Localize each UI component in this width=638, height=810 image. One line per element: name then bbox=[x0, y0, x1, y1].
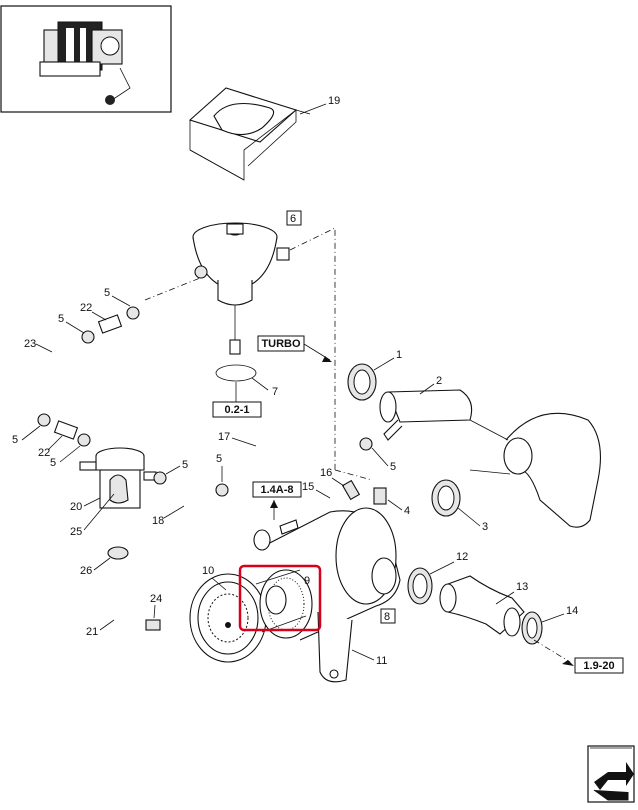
callout-24: 24 bbox=[150, 593, 162, 605]
callout-10: 10 bbox=[202, 565, 214, 577]
callout-18: 18 bbox=[152, 515, 164, 527]
part-13-hose bbox=[439, 575, 525, 637]
callout-23: 23 bbox=[24, 338, 36, 350]
callout-9: 9 bbox=[304, 575, 310, 587]
callout-20: 20 bbox=[70, 501, 82, 513]
engine-thumbnail[interactable] bbox=[0, 5, 172, 113]
ref-1-9-20[interactable]: 1.9-20 bbox=[583, 660, 614, 672]
callout-5f: 5 bbox=[216, 453, 222, 465]
part-9-filter-element bbox=[255, 569, 313, 639]
callout-19: 19 bbox=[328, 95, 340, 107]
callout-21: 21 bbox=[86, 626, 98, 638]
callout-3: 3 bbox=[482, 521, 488, 533]
callout-26: 26 bbox=[80, 565, 92, 577]
callout-11: 11 bbox=[376, 655, 387, 667]
callout-5a: 5 bbox=[104, 287, 110, 299]
callout-5b: 5 bbox=[58, 313, 64, 325]
callout-6: 6 bbox=[290, 213, 296, 225]
callout-1: 1 bbox=[396, 349, 402, 361]
callout-7: 7 bbox=[272, 386, 278, 398]
callout-5c: 5 bbox=[12, 434, 18, 446]
part-19-bracket bbox=[188, 87, 311, 181]
callout-2: 2 bbox=[436, 375, 442, 387]
part-6-precleaner bbox=[192, 222, 290, 355]
ref-0-2-1[interactable]: 0.2-1 bbox=[224, 404, 249, 416]
part-20-separator bbox=[79, 447, 157, 509]
ref-turbo[interactable]: TURBO bbox=[261, 338, 301, 350]
part-2-pipe bbox=[379, 389, 473, 441]
callout-25: 25 bbox=[70, 526, 82, 538]
callout-17: 17 bbox=[218, 431, 230, 443]
callout-8: 8 bbox=[384, 611, 390, 623]
callout-16: 16 bbox=[320, 467, 332, 479]
highlight-part-9[interactable] bbox=[238, 564, 322, 632]
callout-5d: 5 bbox=[50, 457, 56, 469]
callout-22a: 22 bbox=[80, 302, 92, 314]
callout-14: 14 bbox=[566, 605, 578, 617]
next-page-icon[interactable] bbox=[587, 745, 635, 803]
callout-12: 12 bbox=[456, 551, 468, 563]
part-7-oring bbox=[215, 364, 257, 382]
callout-5e: 5 bbox=[182, 459, 188, 471]
callout-15: 15 bbox=[302, 481, 314, 493]
callout-4: 4 bbox=[404, 505, 410, 517]
callout-5g: 5 bbox=[390, 461, 396, 473]
large-elbow-hose bbox=[469, 412, 601, 528]
callout-13: 13 bbox=[516, 581, 528, 593]
part-10-cover bbox=[189, 573, 267, 663]
ref-1-4a-8[interactable]: 1.4A-8 bbox=[260, 484, 293, 496]
callout-22b: 22 bbox=[38, 447, 50, 459]
